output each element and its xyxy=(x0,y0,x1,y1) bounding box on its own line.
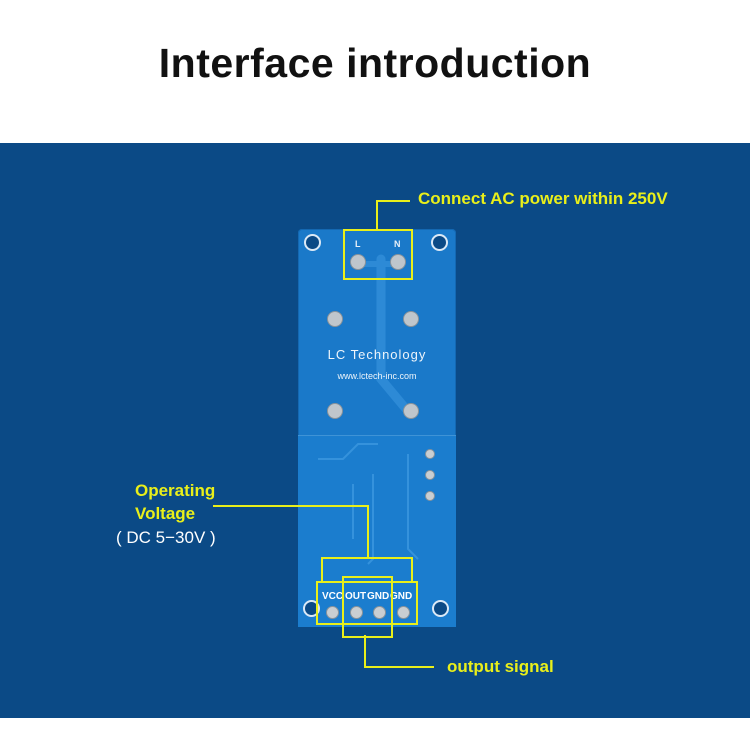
terminal-label-l: L xyxy=(355,239,361,249)
side-pin xyxy=(425,470,435,480)
header-pin-vcc xyxy=(326,606,339,619)
callout-line xyxy=(321,557,323,583)
terminal-label-n: N xyxy=(394,239,401,249)
callout-line xyxy=(376,200,378,230)
pin-label-gnd: GND xyxy=(367,591,390,602)
callout-line xyxy=(411,557,413,583)
operating-voltage-label-1: Operating xyxy=(135,481,216,500)
mounting-hole xyxy=(304,234,321,251)
relay-pad xyxy=(403,311,419,327)
power-pins-highlight xyxy=(316,581,418,625)
pin-label-out: OUT xyxy=(345,591,367,602)
output-pin-highlight xyxy=(342,576,393,638)
operating-voltage-range: ( DC 5−30V ) xyxy=(116,528,216,547)
callout-line xyxy=(321,557,413,559)
callout-line xyxy=(364,635,366,667)
relay-pad xyxy=(327,311,343,327)
mounting-hole xyxy=(432,600,449,617)
pin-label-vcc: VCC xyxy=(322,591,344,602)
output-signal-label: output signal xyxy=(447,657,554,676)
side-pin xyxy=(425,491,435,501)
operating-voltage-label-2: Voltage xyxy=(135,504,196,523)
header-pin-gnd xyxy=(373,606,386,619)
board-website: www.lctech-inc.com xyxy=(337,371,417,381)
header-pin-out xyxy=(350,606,363,619)
callout-line xyxy=(376,200,410,202)
terminal-pad-n xyxy=(390,254,406,270)
callout-line xyxy=(213,505,369,507)
callout-line xyxy=(367,505,369,558)
header-pin-gnd-2 xyxy=(397,606,410,619)
mounting-hole xyxy=(431,234,448,251)
terminal-pad-l xyxy=(350,254,366,270)
side-pin xyxy=(425,449,435,459)
ac-power-label: Connect AC power within 250V xyxy=(418,189,668,208)
page-title: Interface introduction xyxy=(158,40,592,86)
pin-label-gnd-2: GND xyxy=(390,591,413,602)
relay-pad xyxy=(403,403,419,419)
ac-terminal-highlight xyxy=(343,229,413,280)
board-brand: LC Technology xyxy=(327,347,427,362)
callout-line xyxy=(364,666,434,668)
mounting-hole xyxy=(303,600,320,617)
relay-board-lower-section xyxy=(298,435,456,627)
relay-pad xyxy=(327,403,343,419)
